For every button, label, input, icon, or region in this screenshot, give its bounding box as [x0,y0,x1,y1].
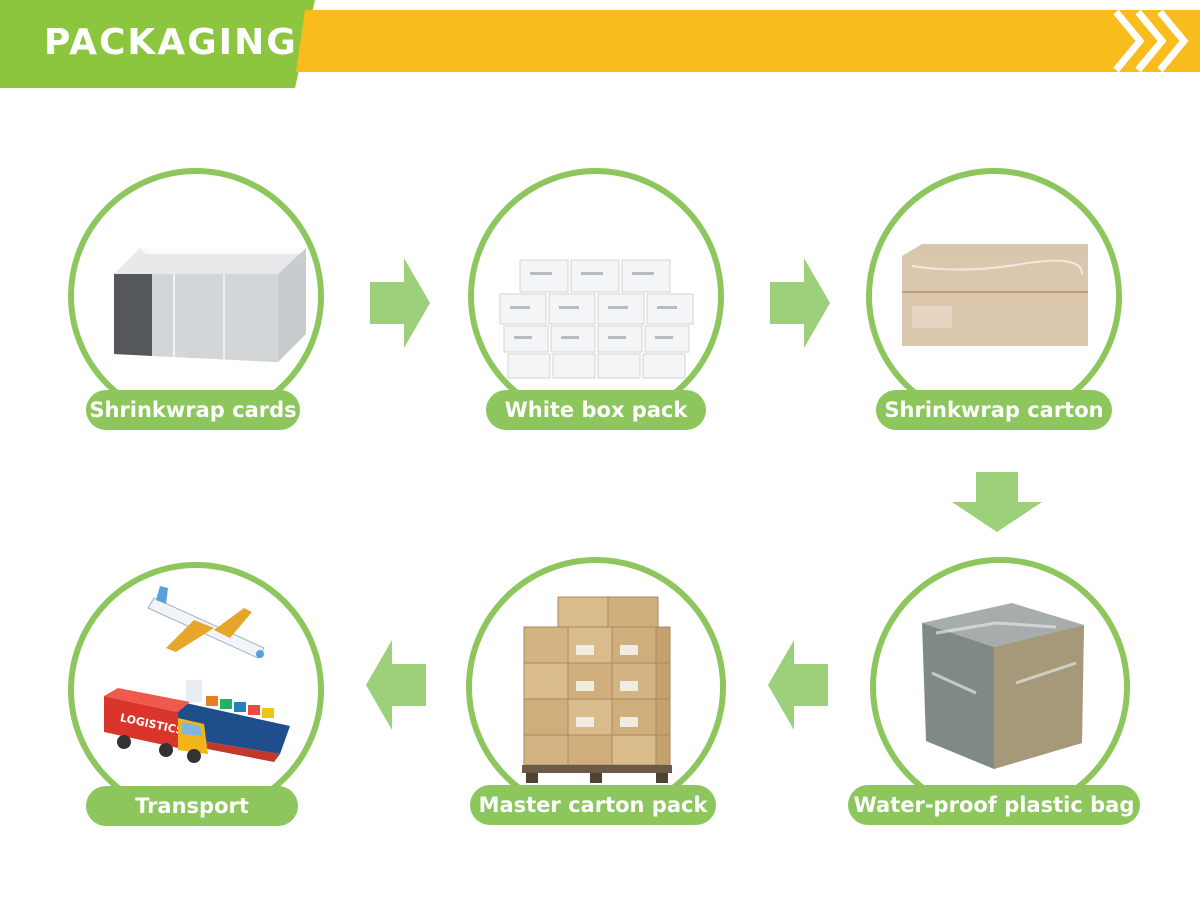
truck-icon: LOGISTICS [104,688,208,763]
step-water-proof-plastic-bag: Water-proof plastic bag [848,557,1150,832]
step-ring [870,557,1130,817]
step-white-box-pack: White box pack [468,168,728,438]
shrinkwrap-cards-image [114,248,306,362]
shrinkwrap-carton-image [902,244,1088,346]
page-title: PACKAGING [44,22,298,63]
step-ring [866,168,1122,424]
step-master-carton-pack: Master carton pack [466,557,726,832]
step-label: Shrinkwrap carton [876,390,1112,430]
step-shrinkwrap-carton: Shrinkwrap carton [866,168,1126,438]
step-ring [468,168,724,424]
step-label: Transport [86,786,298,826]
step-label: Master carton pack [470,785,716,825]
white-boxes-image [499,259,694,379]
pallet-cartons-image [522,596,672,783]
step-label: White box pack [486,390,706,430]
banner-shape [0,0,1200,88]
arrow-down-icon [952,472,1042,532]
step-ring [466,557,726,817]
arrow-right-icon [770,258,830,348]
arrow-left-icon [768,640,828,730]
transport-image: LOGISTICS [104,586,290,763]
airplane-icon [147,586,265,659]
plastic-bag-carton-image [922,603,1084,769]
arrow-right-icon [370,258,430,348]
step-label: Shrinkwrap cards [86,390,300,430]
step-ring [68,168,324,424]
step-ring: LOGISTICS [68,562,324,818]
header-banner: PACKAGING [0,0,1200,90]
step-label: Water-proof plastic bag [848,785,1140,825]
chevrons-icon [1113,9,1189,73]
step-shrinkwrap-cards: Shrinkwrap cards [68,168,328,438]
arrow-left-icon [366,640,426,730]
step-transport: LOGISTICS Transport [68,562,328,837]
